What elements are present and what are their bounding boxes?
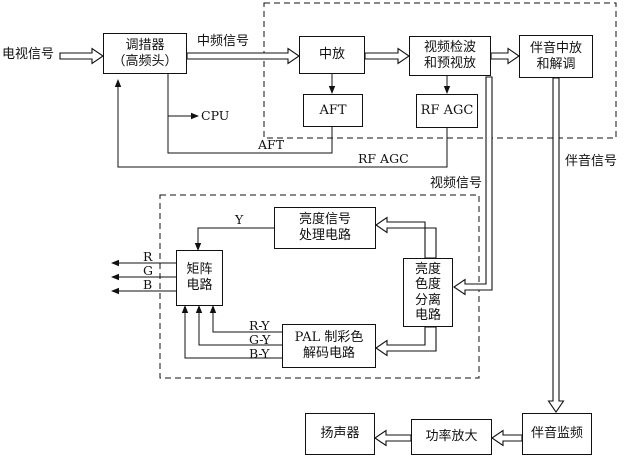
tuner-block: 调措器 （高频头） [103,33,187,74]
b-y-label: B-Y [249,346,270,361]
sound-if-demod-block: 伴音中放 和解调 [519,35,593,78]
sound-signal-arrow [547,77,565,413]
sound-monitor-block: 伴音监频 [522,413,592,455]
luma-processing-block: 亮度信号 处理电路 [274,207,376,249]
power-amplifier-block: 功率放大 [411,419,492,455]
y-label: Y [235,212,244,227]
aft-feedback-label: AFT [258,137,285,152]
g-y-line [195,305,282,346]
if-amplifier-block: 中放 [299,36,365,74]
y-signal-line [194,227,274,251]
control-lines [111,73,451,359]
cpu-line [167,74,199,120]
sep-to-luma-arrow [375,216,437,259]
main-signal-path [59,47,565,447]
if-section-dashed-outline [263,2,617,139]
g-label: G [143,263,153,278]
video-signal-arrow [453,76,493,296]
sound-to-amp-arrow [491,429,523,447]
tv-signal-label: 电视信号 [2,47,55,62]
b-y-line [181,305,282,359]
b-label: B [143,277,153,292]
if-signal-label: 中频信号 [197,34,250,49]
amp-to-speaker-arrow [374,429,412,447]
r-y-line [209,305,282,333]
r-label: R [143,249,153,264]
if-signal-arrow [186,47,300,65]
rf-agc-feedback-line [114,79,448,168]
aft-block: AFT [303,94,363,127]
video-detector-block: 视频检波 和预视放 [409,36,491,76]
matrix-block: 矩阵 电路 [176,250,223,306]
cpu-label: CPU [201,108,230,123]
rf-agc-block: RF AGC [416,94,478,128]
tv-signal-arrow [59,47,104,65]
detector-to-sound-if-arrow [490,47,520,65]
luma-chroma-separator-block: 亮度 色度 分离 电路 [403,258,453,327]
sound-signal-label: 伴音信号 [565,154,618,169]
sep-to-decoder-arrow [375,326,437,357]
if-to-detector-arrow [364,47,410,65]
pal-decoder-block: PAL 制彩色 解码电路 [282,324,376,368]
speaker-block: 扬声器 [305,413,375,455]
video-signal-label: 视频信号 [430,176,483,191]
r-y-label: R-Y [249,318,270,333]
g-y-label: G-Y [249,332,271,347]
rf-agc-feedback-label: RF AGC [358,151,409,166]
aft-feedback-line [167,116,333,154]
